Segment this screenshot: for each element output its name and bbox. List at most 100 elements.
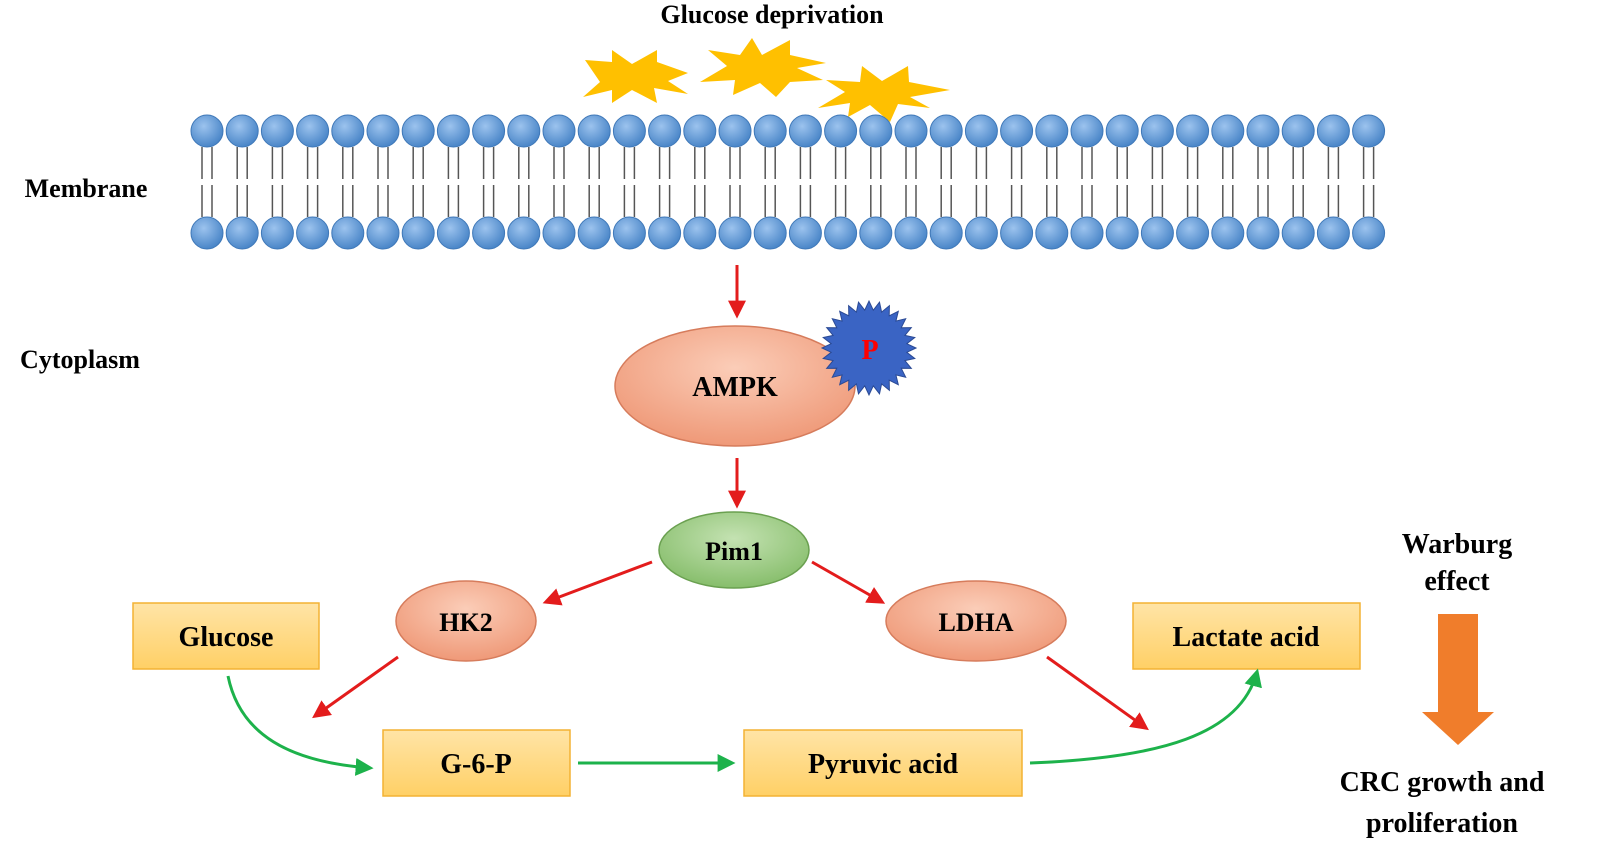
- ldha-label: LDHA: [938, 608, 1013, 637]
- outcome-label-line1: CRC growth and: [1340, 767, 1545, 798]
- lipid-head: [401, 216, 435, 250]
- ampk-label: AMPK: [692, 372, 778, 403]
- arrow-pim1-to-ldha: [811, 560, 886, 604]
- outcome-label-line2: proliferation: [1366, 808, 1518, 839]
- arrow-glucose-to-g6p: [226, 675, 374, 776]
- lipid-head: [683, 216, 717, 250]
- lipid-head: [1211, 114, 1245, 148]
- warburg-label-line2: effect: [1424, 566, 1490, 597]
- lipid-head: [1000, 216, 1034, 250]
- lipid-head: [1140, 114, 1174, 148]
- lipid-head: [648, 216, 682, 250]
- phosphate-icon: P: [820, 299, 918, 397]
- lipid-head: [1316, 114, 1350, 148]
- lipid-head: [331, 216, 365, 250]
- lactate-label: Lactate acid: [1173, 622, 1320, 653]
- lipid-head: [577, 114, 611, 148]
- lipid-head: [1000, 114, 1034, 148]
- ampk-node: AMPK: [614, 325, 856, 447]
- lipid-head: [260, 216, 294, 250]
- lipid-head: [1281, 114, 1315, 148]
- lipid-head: [718, 216, 752, 250]
- lipid-head: [401, 114, 435, 148]
- lipid-head: [929, 114, 963, 148]
- lipid-head: [1070, 216, 1104, 250]
- lipid-head: [1316, 216, 1350, 250]
- phosphate-label: P: [861, 335, 878, 366]
- lipid-head: [577, 216, 611, 250]
- arrow-pim1-to-hk2: [542, 560, 653, 606]
- arrow-pyruvic-to-lactate: [1029, 668, 1262, 765]
- lipid-head: [1035, 114, 1069, 148]
- lipid-head: [648, 114, 682, 148]
- lipid-head: [788, 114, 822, 148]
- pyruvic-box: Pyruvic acid: [743, 729, 1023, 797]
- lipid-head: [436, 114, 470, 148]
- lipid-head: [964, 216, 998, 250]
- lipid-head: [1246, 216, 1280, 250]
- lipid-head: [753, 216, 787, 250]
- lipid-head: [436, 216, 470, 250]
- lipid-head: [929, 216, 963, 250]
- cytoplasm-label: Cytoplasm: [20, 345, 140, 374]
- glucose-label: Glucose: [179, 622, 274, 653]
- lipid-head: [1105, 114, 1139, 148]
- lipid-head: [472, 114, 506, 148]
- lactate-box: Lactate acid: [1132, 602, 1361, 670]
- hk2-label: HK2: [439, 608, 492, 637]
- lipid-bilayer: [190, 114, 1386, 250]
- glucose-box: Glucose: [132, 602, 320, 670]
- lipid-head: [1105, 216, 1139, 250]
- lipid-head: [1176, 216, 1210, 250]
- lipid-head: [859, 216, 893, 250]
- lipid-head: [1140, 216, 1174, 250]
- membrane-label: Membrane: [25, 174, 148, 203]
- lipid-head: [894, 216, 928, 250]
- lipid-head: [753, 114, 787, 148]
- lipid-head: [296, 216, 330, 250]
- lipid-head: [542, 216, 576, 250]
- lipid-head: [260, 114, 294, 148]
- lipid-head: [472, 216, 506, 250]
- starburst-icon: [583, 38, 950, 122]
- lipid-head: [1246, 114, 1280, 148]
- lipid-head: [1211, 216, 1245, 250]
- pyruvic-label: Pyruvic acid: [808, 749, 959, 780]
- lipid-head: [788, 216, 822, 250]
- lipid-head: [964, 114, 998, 148]
- hk2-node: HK2: [395, 580, 537, 662]
- lipid-head: [225, 216, 259, 250]
- lipid-head: [225, 114, 259, 148]
- g6p-label: G-6-P: [440, 749, 512, 780]
- lipid-head: [859, 114, 893, 148]
- lipid-head: [366, 216, 400, 250]
- lipid-head: [1176, 114, 1210, 148]
- arrow-ldha-to-lactate: [1046, 655, 1149, 731]
- lipid-head: [894, 114, 928, 148]
- lipid-head: [366, 114, 400, 148]
- title-label: Glucose deprivation: [660, 0, 884, 29]
- pim1-label: Pim1: [705, 537, 763, 566]
- lipid-head: [612, 216, 646, 250]
- lipid-head: [824, 216, 858, 250]
- lipid-head: [331, 114, 365, 148]
- warburg-label-line1: Warburg: [1402, 529, 1512, 560]
- lipid-head: [1035, 216, 1069, 250]
- arrow-hk2-to-g6p: [312, 655, 399, 719]
- lipid-head: [190, 114, 224, 148]
- lipid-head: [1070, 114, 1104, 148]
- lipid-head: [296, 114, 330, 148]
- lipid-head: [542, 114, 576, 148]
- ldha-node: LDHA: [885, 580, 1067, 662]
- lipid-head: [683, 114, 717, 148]
- warburg-down-arrow-icon: [1422, 614, 1494, 745]
- lipid-head: [612, 114, 646, 148]
- lipid-head: [1352, 114, 1386, 148]
- pim1-node: Pim1: [658, 511, 810, 589]
- lipid-head: [1352, 216, 1386, 250]
- lipid-head: [507, 216, 541, 250]
- lipid-head: [190, 216, 224, 250]
- lipid-head: [1281, 216, 1315, 250]
- g6p-box: G-6-P: [382, 729, 571, 797]
- lipid-head: [824, 114, 858, 148]
